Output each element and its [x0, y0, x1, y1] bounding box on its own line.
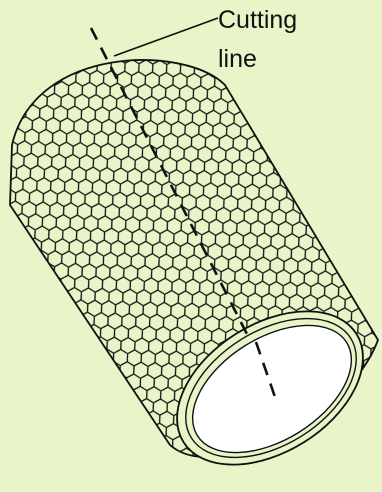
cutting-line-label: Cutting [218, 6, 297, 34]
cutting-line-label-2: line [218, 45, 257, 73]
leader-line [114, 18, 218, 56]
